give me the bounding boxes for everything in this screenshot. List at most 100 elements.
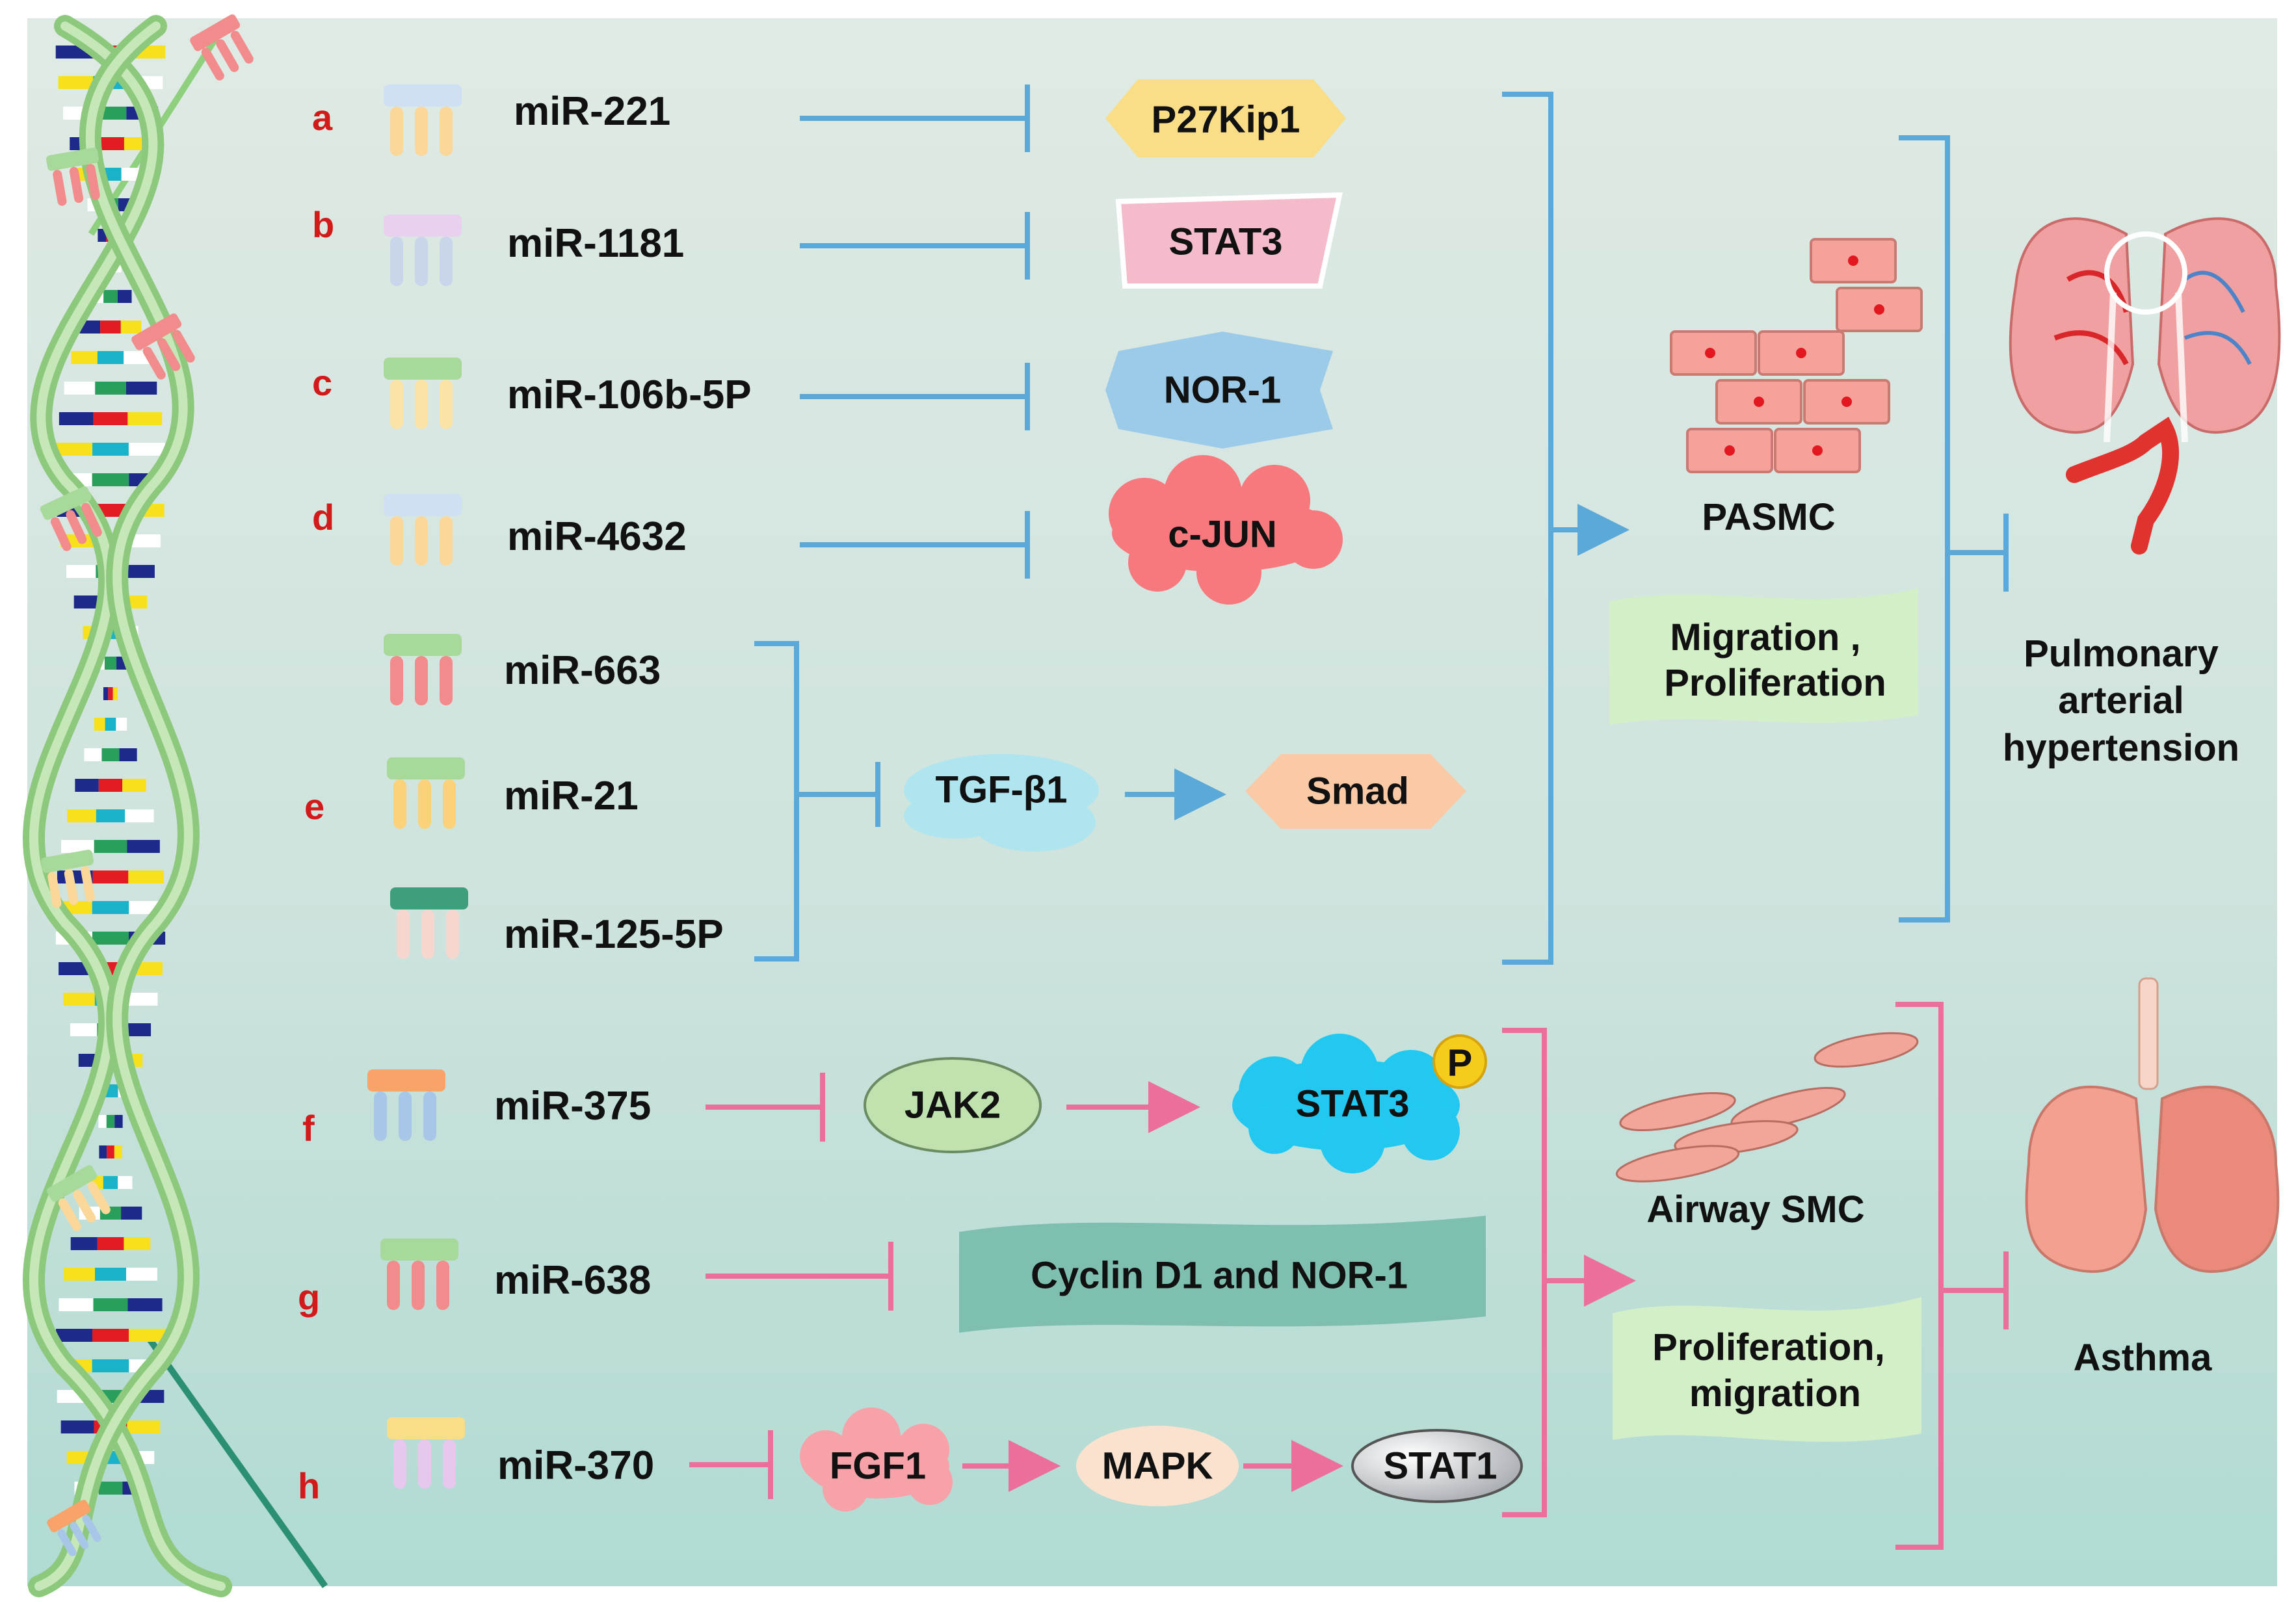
dna-rung-segment [97, 1237, 124, 1250]
dna-rung-segment [92, 473, 129, 486]
dna-rung-segment [94, 718, 105, 731]
dna-rung-segment [97, 351, 124, 364]
disease-label-pah-2: arterial [2058, 679, 2184, 722]
dna-rung-segment [95, 382, 126, 395]
effect-label-asthma-1: Proliferation, [1652, 1326, 1885, 1368]
dna-rung-segment [125, 809, 154, 822]
node-shape-fgf1 [800, 1407, 953, 1511]
dna-rung-segment [92, 870, 129, 883]
dna-rung-segment [103, 290, 118, 303]
sublabel-f: f [302, 1108, 315, 1149]
node-label-fgf1: FGF1 [830, 1445, 926, 1487]
effect-label-pah-1: Migration , [1670, 616, 1860, 659]
dna-rung-segment [118, 1176, 133, 1189]
node-shape-mapk [1076, 1426, 1239, 1506]
inhibition-arrow-h [689, 1430, 773, 1499]
asthma-lungs-illustration [2025, 977, 2280, 1273]
node-label-stat3-asthma: STAT3 [1295, 1083, 1409, 1125]
mirna-icon [384, 358, 462, 429]
dna-rung-segment [56, 443, 93, 456]
mirna-icon [387, 757, 465, 829]
node-shape-cyclin-banner [959, 1216, 1486, 1333]
target-label-p27kip1: P27Kip1 [1152, 99, 1300, 141]
mirna-label-f: miR-375 [494, 1084, 651, 1129]
node-label-smad: Smad [1306, 770, 1409, 813]
dna-rung-segment [126, 993, 158, 1006]
dna-rung-segment [70, 1237, 98, 1250]
dna-rung-segment [128, 870, 165, 883]
disease-label-asthma: Asthma [2074, 1337, 2212, 1379]
phosphorylation-badge-label: P [1447, 1042, 1473, 1084]
dna-rung-segment [56, 1329, 93, 1342]
mirna-label-e2: miR-21 [504, 774, 639, 818]
bracket-asthma-main [1502, 1028, 1547, 1517]
dna-rung-segment [98, 229, 107, 242]
pah-section: a b c d miR-221 miR-1181 miR-106b-5P miR… [304, 79, 2281, 965]
dna-rung-segment [79, 320, 101, 334]
dna-rung-segment [66, 565, 96, 578]
dna-rung-segment [128, 1329, 165, 1342]
dna-rung-segment [103, 687, 109, 700]
dna-rung-segment [121, 1207, 142, 1220]
dna-rung-segment [124, 1023, 152, 1036]
dna-rung-segment [92, 1359, 129, 1372]
effect-label-pah-2: Proliferation [1664, 662, 1886, 704]
dna-rung-segment [125, 1268, 157, 1281]
effect-label-asthma-2: migration [1689, 1372, 1861, 1415]
dna-rung-segment [127, 840, 160, 853]
cell-label-pasmc: PASMC [1702, 496, 1835, 538]
dna-rung-segment [98, 1115, 107, 1128]
mirna-icon [390, 887, 468, 959]
dna-rung-segment [125, 565, 155, 578]
sublabel-g: g [298, 1277, 320, 1318]
bracket-group-e [754, 641, 880, 961]
sublabel-h: h [298, 1465, 320, 1506]
dna-rung-segment [114, 1145, 122, 1158]
dna-rung-segment [92, 1329, 129, 1342]
dna-rung-segment [94, 840, 127, 853]
mirna-label-c: miR-106b-5P [507, 373, 752, 417]
sublabel-c: c [312, 362, 332, 403]
target-shape-nor1 [1105, 332, 1333, 449]
dna-rung-segment [95, 1268, 126, 1281]
mirna-label-d: miR-4632 [507, 514, 687, 559]
disease-label-pah-3: hypertension [2003, 727, 2239, 769]
mirna-label-h: miR-370 [497, 1443, 654, 1488]
dna-rung-segment [117, 290, 132, 303]
dna-helix-illustration [23, 14, 328, 1597]
dna-rung-segment [63, 993, 95, 1006]
disease-label-pah-1: Pulmonary [2024, 633, 2219, 675]
node-label-cyclin-nor1: Cyclin D1 and NOR-1 [1031, 1255, 1408, 1297]
dna-rung-segment [73, 595, 99, 608]
dna-rung-segment [125, 382, 157, 395]
dna-rung-segment [70, 1023, 98, 1036]
target-shape-cjun [1109, 455, 1343, 605]
sublabel-d: d [312, 497, 334, 538]
asthma-section: f g h miR-375 miR-638 miR-370 JAK2 STAT3… [298, 977, 2280, 1550]
dna-rung-segment [128, 443, 165, 456]
dna-rung-segment [98, 779, 123, 792]
dna-rung-segment [98, 1482, 123, 1495]
dna-rung-segment [104, 657, 117, 670]
dna-rung-segment [127, 412, 163, 425]
sublabel-b: b [312, 204, 334, 245]
target-shape-p27kip1 [1105, 79, 1346, 157]
mirna-label-b: miR-1181 [507, 221, 684, 266]
dna-rung-segment [101, 748, 120, 761]
pasmc-nuclei [1705, 255, 1884, 456]
dna-rung-segment [106, 1115, 115, 1128]
dna-rung-segment [112, 687, 118, 700]
mirna-icon [384, 215, 462, 286]
dna-rung-segment [92, 443, 129, 456]
dna-rung-segment [108, 687, 113, 700]
dna-rung-segment [60, 1420, 94, 1433]
node-shape-stat3-asthma [1232, 1034, 1460, 1173]
mirna-icon [367, 1069, 445, 1141]
mirna-icon [380, 1238, 458, 1310]
dna-rung-segment [100, 320, 121, 334]
dna-rung-segment [67, 809, 96, 822]
inhibition-arrows-pah [800, 85, 1030, 579]
dna-rung-segment [59, 1298, 94, 1311]
inhibition-arrow-f [706, 1073, 825, 1142]
